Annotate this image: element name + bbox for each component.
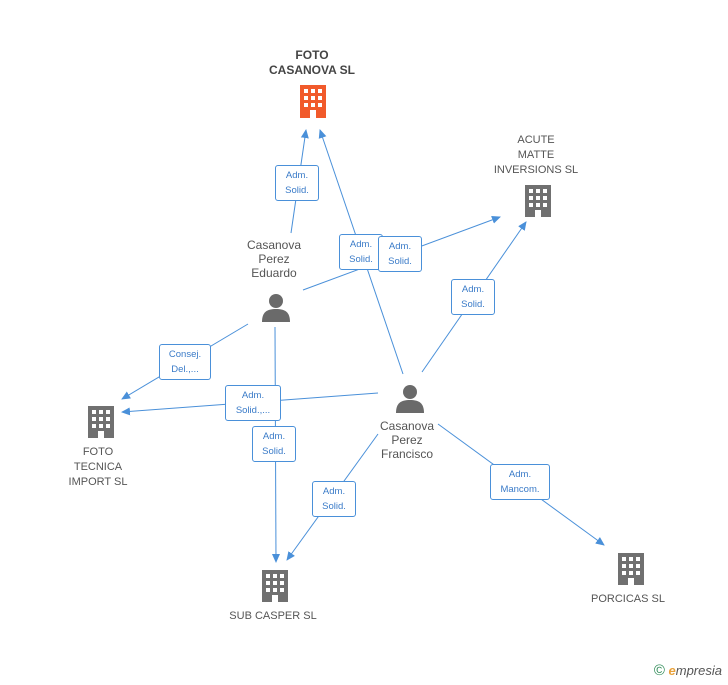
person-icon[interactable]	[396, 385, 424, 413]
edge-label: Consej. Del.,...	[159, 344, 211, 380]
edge-label: Adm. Solid.	[252, 426, 296, 462]
building-icon[interactable]	[618, 553, 644, 585]
brand-initial: e	[668, 663, 676, 678]
building-icon[interactable]	[300, 85, 326, 118]
person-icon[interactable]	[262, 294, 290, 322]
edge-label: Adm. Solid.	[451, 279, 495, 315]
edge-label: Adm. Solid.	[312, 481, 356, 517]
company-name[interactable]: PORCICAS SL	[591, 593, 665, 605]
company-name[interactable]: FOTO CASANOVA SL	[268, 48, 356, 77]
brand-name: mpresia	[675, 663, 722, 678]
copyright-symbol: ©	[653, 662, 665, 679]
building-icon[interactable]	[262, 570, 288, 602]
edge-label: Adm. Solid.	[378, 236, 422, 272]
building-icon[interactable]	[88, 406, 114, 438]
edge-label: Adm. Solid.,...	[225, 385, 281, 421]
person-name[interactable]: Casanova Perez Eduardo	[246, 238, 302, 280]
edge-label: Adm. Solid.	[275, 165, 319, 201]
company-name[interactable]: FOTO TECNICA IMPORT SL	[68, 446, 128, 488]
footer-brand: © empresia	[654, 662, 722, 679]
edge-label: Adm. Mancom.	[490, 464, 550, 500]
company-name[interactable]: ACUTE MATTE INVERSIONS SL	[493, 134, 579, 176]
building-icon[interactable]	[525, 185, 551, 217]
edge-label: Adm. Solid.	[339, 234, 383, 270]
person-name[interactable]: Casanova Perez Francisco	[379, 419, 435, 461]
company-name[interactable]: SUB CASPER SL	[229, 610, 317, 622]
